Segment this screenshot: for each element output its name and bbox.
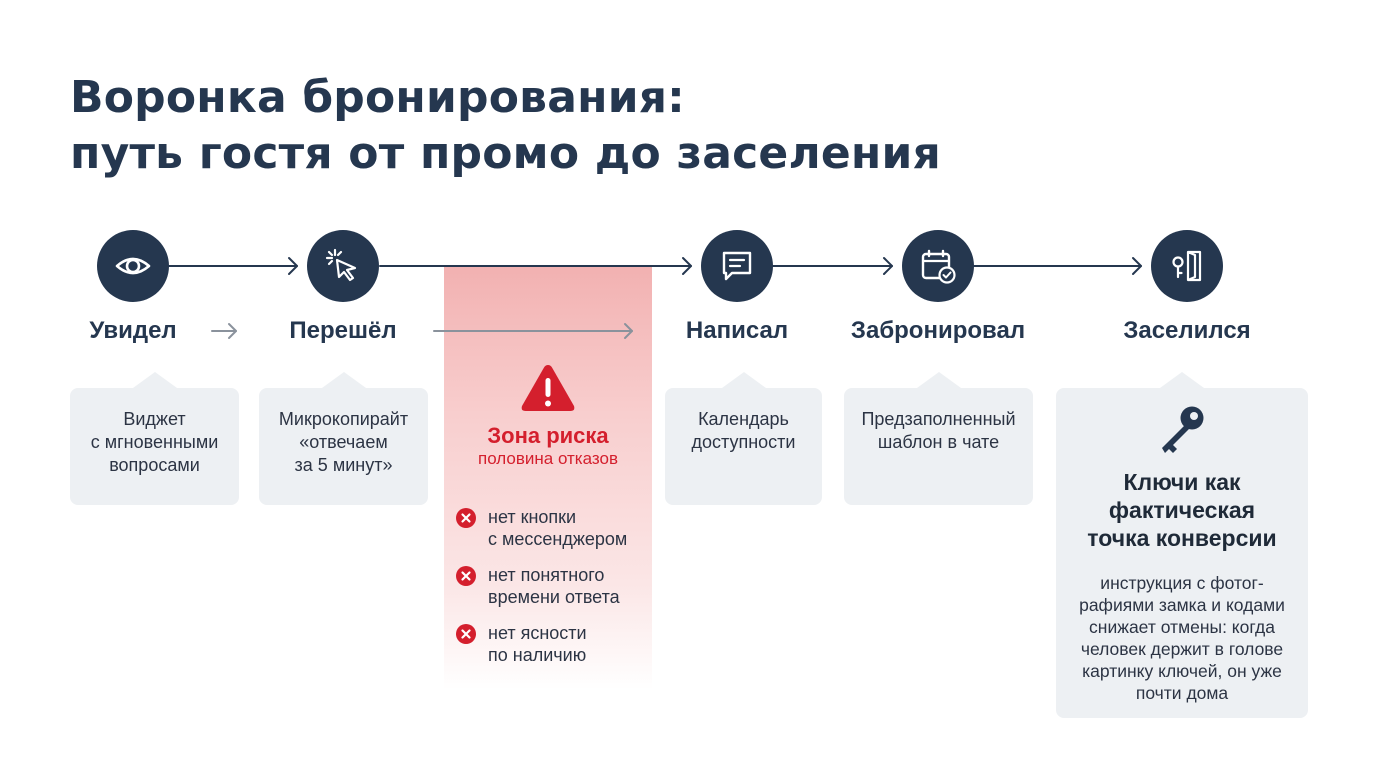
risk-item: нет понятного времени ответа — [456, 564, 652, 608]
step-label-checked-in: Заселился — [1123, 317, 1251, 344]
card-text: Предзаполненный шаблон в чате — [861, 409, 1016, 452]
step-card-booked: Предзаполненный шаблон в чате — [844, 372, 1033, 505]
step-card-wrote: Календарь доступности — [665, 372, 822, 505]
step-node-clicked — [307, 230, 379, 302]
label-arrow-head — [228, 323, 237, 339]
risk-item-text: нет ясности по наличию — [488, 623, 587, 665]
step-label-clicked: Перешёл — [289, 317, 397, 344]
arrow-head — [1132, 257, 1142, 275]
page-title: Воронка бронирования: путь гостя от пром… — [70, 70, 941, 182]
card-text: Календарь доступности — [691, 409, 796, 452]
step-card-seen: Виджет с мгновенными вопросами — [70, 372, 239, 505]
step-node-seen — [97, 230, 169, 302]
risk-item-text: нет понятного времени ответа — [488, 565, 620, 607]
warning-icon — [521, 365, 575, 411]
close-icon — [456, 566, 476, 586]
step-card-clicked: Микрокопирайт «отвечаем за 5 минут» — [259, 372, 428, 505]
close-icon — [456, 624, 476, 644]
card-notch — [321, 372, 366, 388]
close-icon — [456, 508, 476, 528]
risk-zone-title: Зона риска — [487, 423, 609, 448]
risk-zone-header: Зона риска половина отказов — [444, 362, 652, 469]
arrow-head — [883, 257, 893, 275]
card-notch — [1160, 372, 1204, 388]
card-notch — [916, 372, 961, 388]
risk-item-text: нет кнопки с мессенджером — [488, 507, 628, 549]
risk-item: нет ясности по наличию — [456, 622, 652, 666]
step-node-wrote — [701, 230, 773, 302]
arrow-head — [288, 257, 298, 275]
card-text: Виджет с мгновенными вопросами — [90, 409, 219, 475]
step-label-wrote: Написал — [685, 317, 789, 344]
door-key-icon — [1172, 250, 1202, 282]
card-notch — [132, 372, 177, 388]
step-label-booked: Забронировал — [850, 317, 1026, 344]
risk-zone-subtitle: половина отказов — [478, 449, 618, 468]
risk-item: нет кнопки с мессенджером — [456, 506, 652, 550]
key-icon — [1162, 406, 1204, 453]
final-card-description: инструкция с фотог- рафиями замка и кода… — [1079, 573, 1285, 703]
card-notch — [721, 372, 766, 388]
step-node-booked — [902, 230, 974, 302]
risk-list: нет кнопки с мессенджером нет понятного … — [456, 506, 652, 680]
risk-zone-band — [444, 266, 652, 690]
final-card: Ключи как фактическая точка конверсии ин… — [1056, 372, 1308, 718]
final-card-title: Ключи как фактическая точка конверсии — [1087, 469, 1277, 551]
cursor-click-icon — [325, 248, 357, 282]
title-line-2: путь гостя от промо до заселения — [70, 128, 941, 179]
title-line-1: Воронка бронирования: — [70, 72, 685, 123]
chat-bubble-icon — [722, 251, 752, 281]
arrow-head — [682, 257, 692, 275]
calendar-check-icon — [921, 249, 956, 284]
step-node-checked-in — [1151, 230, 1223, 302]
step-label-seen: Увидел — [89, 317, 177, 344]
label-arrow-head — [624, 323, 633, 339]
card-text: Микрокопирайт «отвечаем за 5 минут» — [278, 409, 409, 475]
eye-icon — [115, 257, 151, 275]
